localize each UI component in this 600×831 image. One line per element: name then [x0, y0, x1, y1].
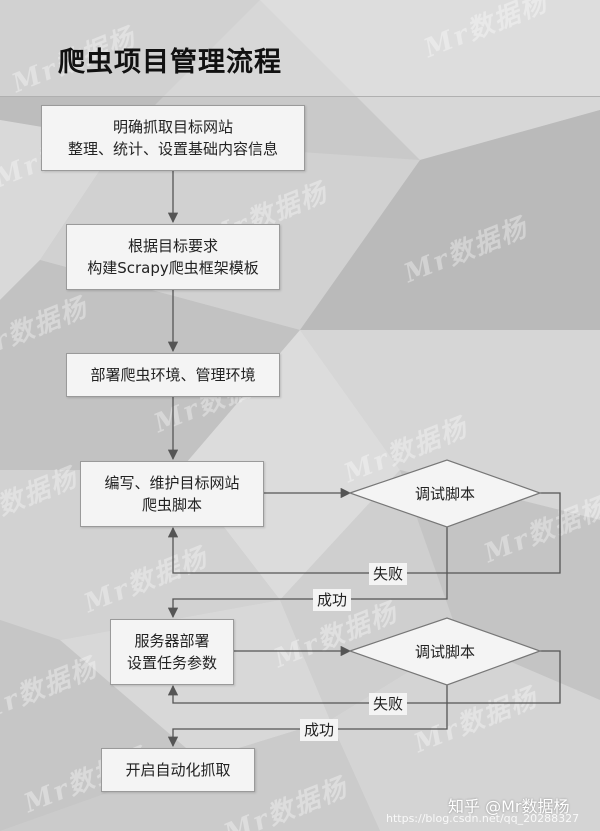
step-deploy-env-line1: 部署爬虫环境、管理环境 — [90, 366, 256, 384]
page-title: 爬虫项目管理流程 — [58, 47, 282, 78]
fail-label-2: 失败 — [369, 693, 408, 715]
csdn-credit: https://blog.csdn.net/qq_20288327 — [386, 812, 580, 825]
step-build-framework-line1: 根据目标要求 — [127, 237, 218, 255]
step-deploy-env: 部署爬虫环境、管理环境 — [66, 353, 280, 397]
step-auto-crawl: 开启自动化抓取 — [101, 748, 255, 792]
fail-label-1: 失败 — [369, 563, 408, 585]
step-auto-crawl-line1: 开启自动化抓取 — [125, 761, 231, 779]
decision-debug-2: 调试脚本 — [414, 643, 475, 661]
step-server-deploy-line1: 服务器部署 — [134, 632, 210, 650]
step-server-deploy-line2: 设置任务参数 — [126, 654, 217, 672]
connector-d1-success — [167, 527, 448, 619]
step-define-target-line1: 明确抓取目标网站 — [112, 118, 233, 136]
step-define-target-line2: 整理、统计、设置基础内容信息 — [67, 140, 278, 158]
step-write-script-line2: 爬虫脚本 — [141, 496, 202, 514]
zhihu-credit: 知乎 @Mr数据杨 — [448, 797, 570, 816]
step-build-framework: 根据目标要求 构建Scrapy爬虫框架模板 — [66, 224, 280, 290]
connector-d1-fail — [167, 492, 561, 574]
step-define-target: 明确抓取目标网站 整理、统计、设置基础内容信息 — [41, 105, 305, 171]
decision-d1-shape — [348, 459, 542, 528]
success-label-2: 成功 — [300, 719, 339, 741]
decision-d2-shape — [348, 617, 542, 686]
success-label-1: 成功 — [313, 589, 352, 611]
step-server-deploy: 服务器部署 设置任务参数 — [110, 619, 234, 685]
connector-d2-fail — [167, 650, 561, 704]
step-write-script: 编写、维护目标网站 爬虫脚本 — [80, 461, 264, 527]
step-write-script-line1: 编写、维护目标网站 — [104, 474, 240, 492]
decision-debug-1: 调试脚本 — [414, 485, 475, 503]
step-build-framework-line2: 构建Scrapy爬虫框架模板 — [87, 259, 259, 277]
